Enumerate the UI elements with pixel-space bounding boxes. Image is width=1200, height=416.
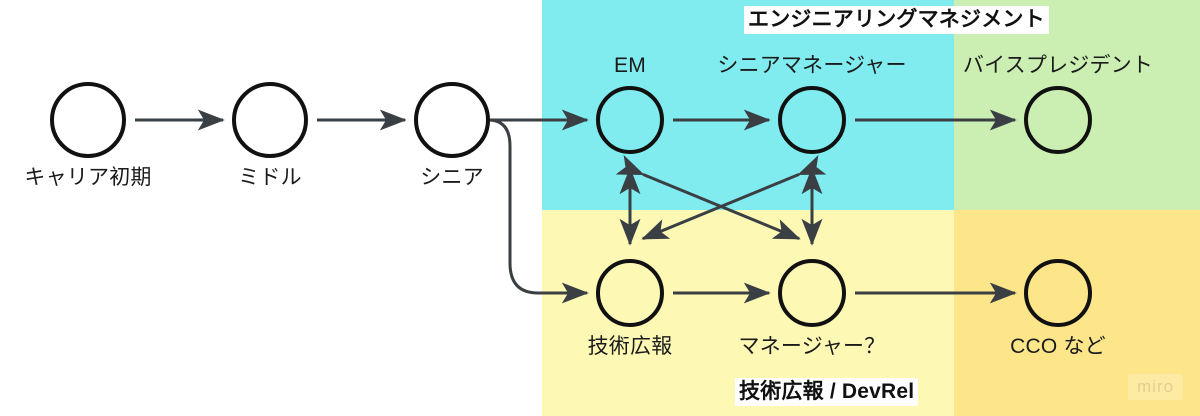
node-devrel[interactable] bbox=[596, 259, 664, 327]
miro-watermark: miro bbox=[1128, 374, 1184, 400]
zone-title-engineering-management: エンジニアリングマネジメント bbox=[744, 6, 1049, 35]
node-cco[interactable] bbox=[1024, 259, 1092, 327]
node-em[interactable] bbox=[596, 86, 664, 154]
node-label-vp: バイスプレジデント bbox=[962, 54, 1154, 77]
edge-senior_mgr-to-devrel bbox=[641, 155, 827, 241]
node-early[interactable] bbox=[50, 82, 126, 158]
node-senior_mgr[interactable] bbox=[778, 86, 846, 154]
node-label-senior_mgr: シニアマネージャー bbox=[717, 54, 907, 77]
node-manager_q[interactable] bbox=[778, 259, 846, 327]
zone-title-devrel: 技術広報 / DevRel bbox=[735, 378, 919, 407]
node-label-manager_q: マネージャー？ bbox=[738, 335, 886, 358]
edge-senior-to-devrel bbox=[487, 118, 589, 304]
node-label-devrel: 技術広報 bbox=[587, 335, 673, 358]
node-label-em: EM bbox=[614, 54, 646, 77]
node-label-middle: ミドル bbox=[238, 166, 302, 189]
node-label-cco: CCO など bbox=[1010, 335, 1106, 358]
node-senior[interactable] bbox=[414, 82, 490, 158]
node-middle[interactable] bbox=[232, 82, 308, 158]
node-label-senior: シニア bbox=[420, 166, 484, 189]
node-label-early: キャリア初期 bbox=[24, 166, 152, 189]
node-vp[interactable] bbox=[1024, 86, 1092, 154]
